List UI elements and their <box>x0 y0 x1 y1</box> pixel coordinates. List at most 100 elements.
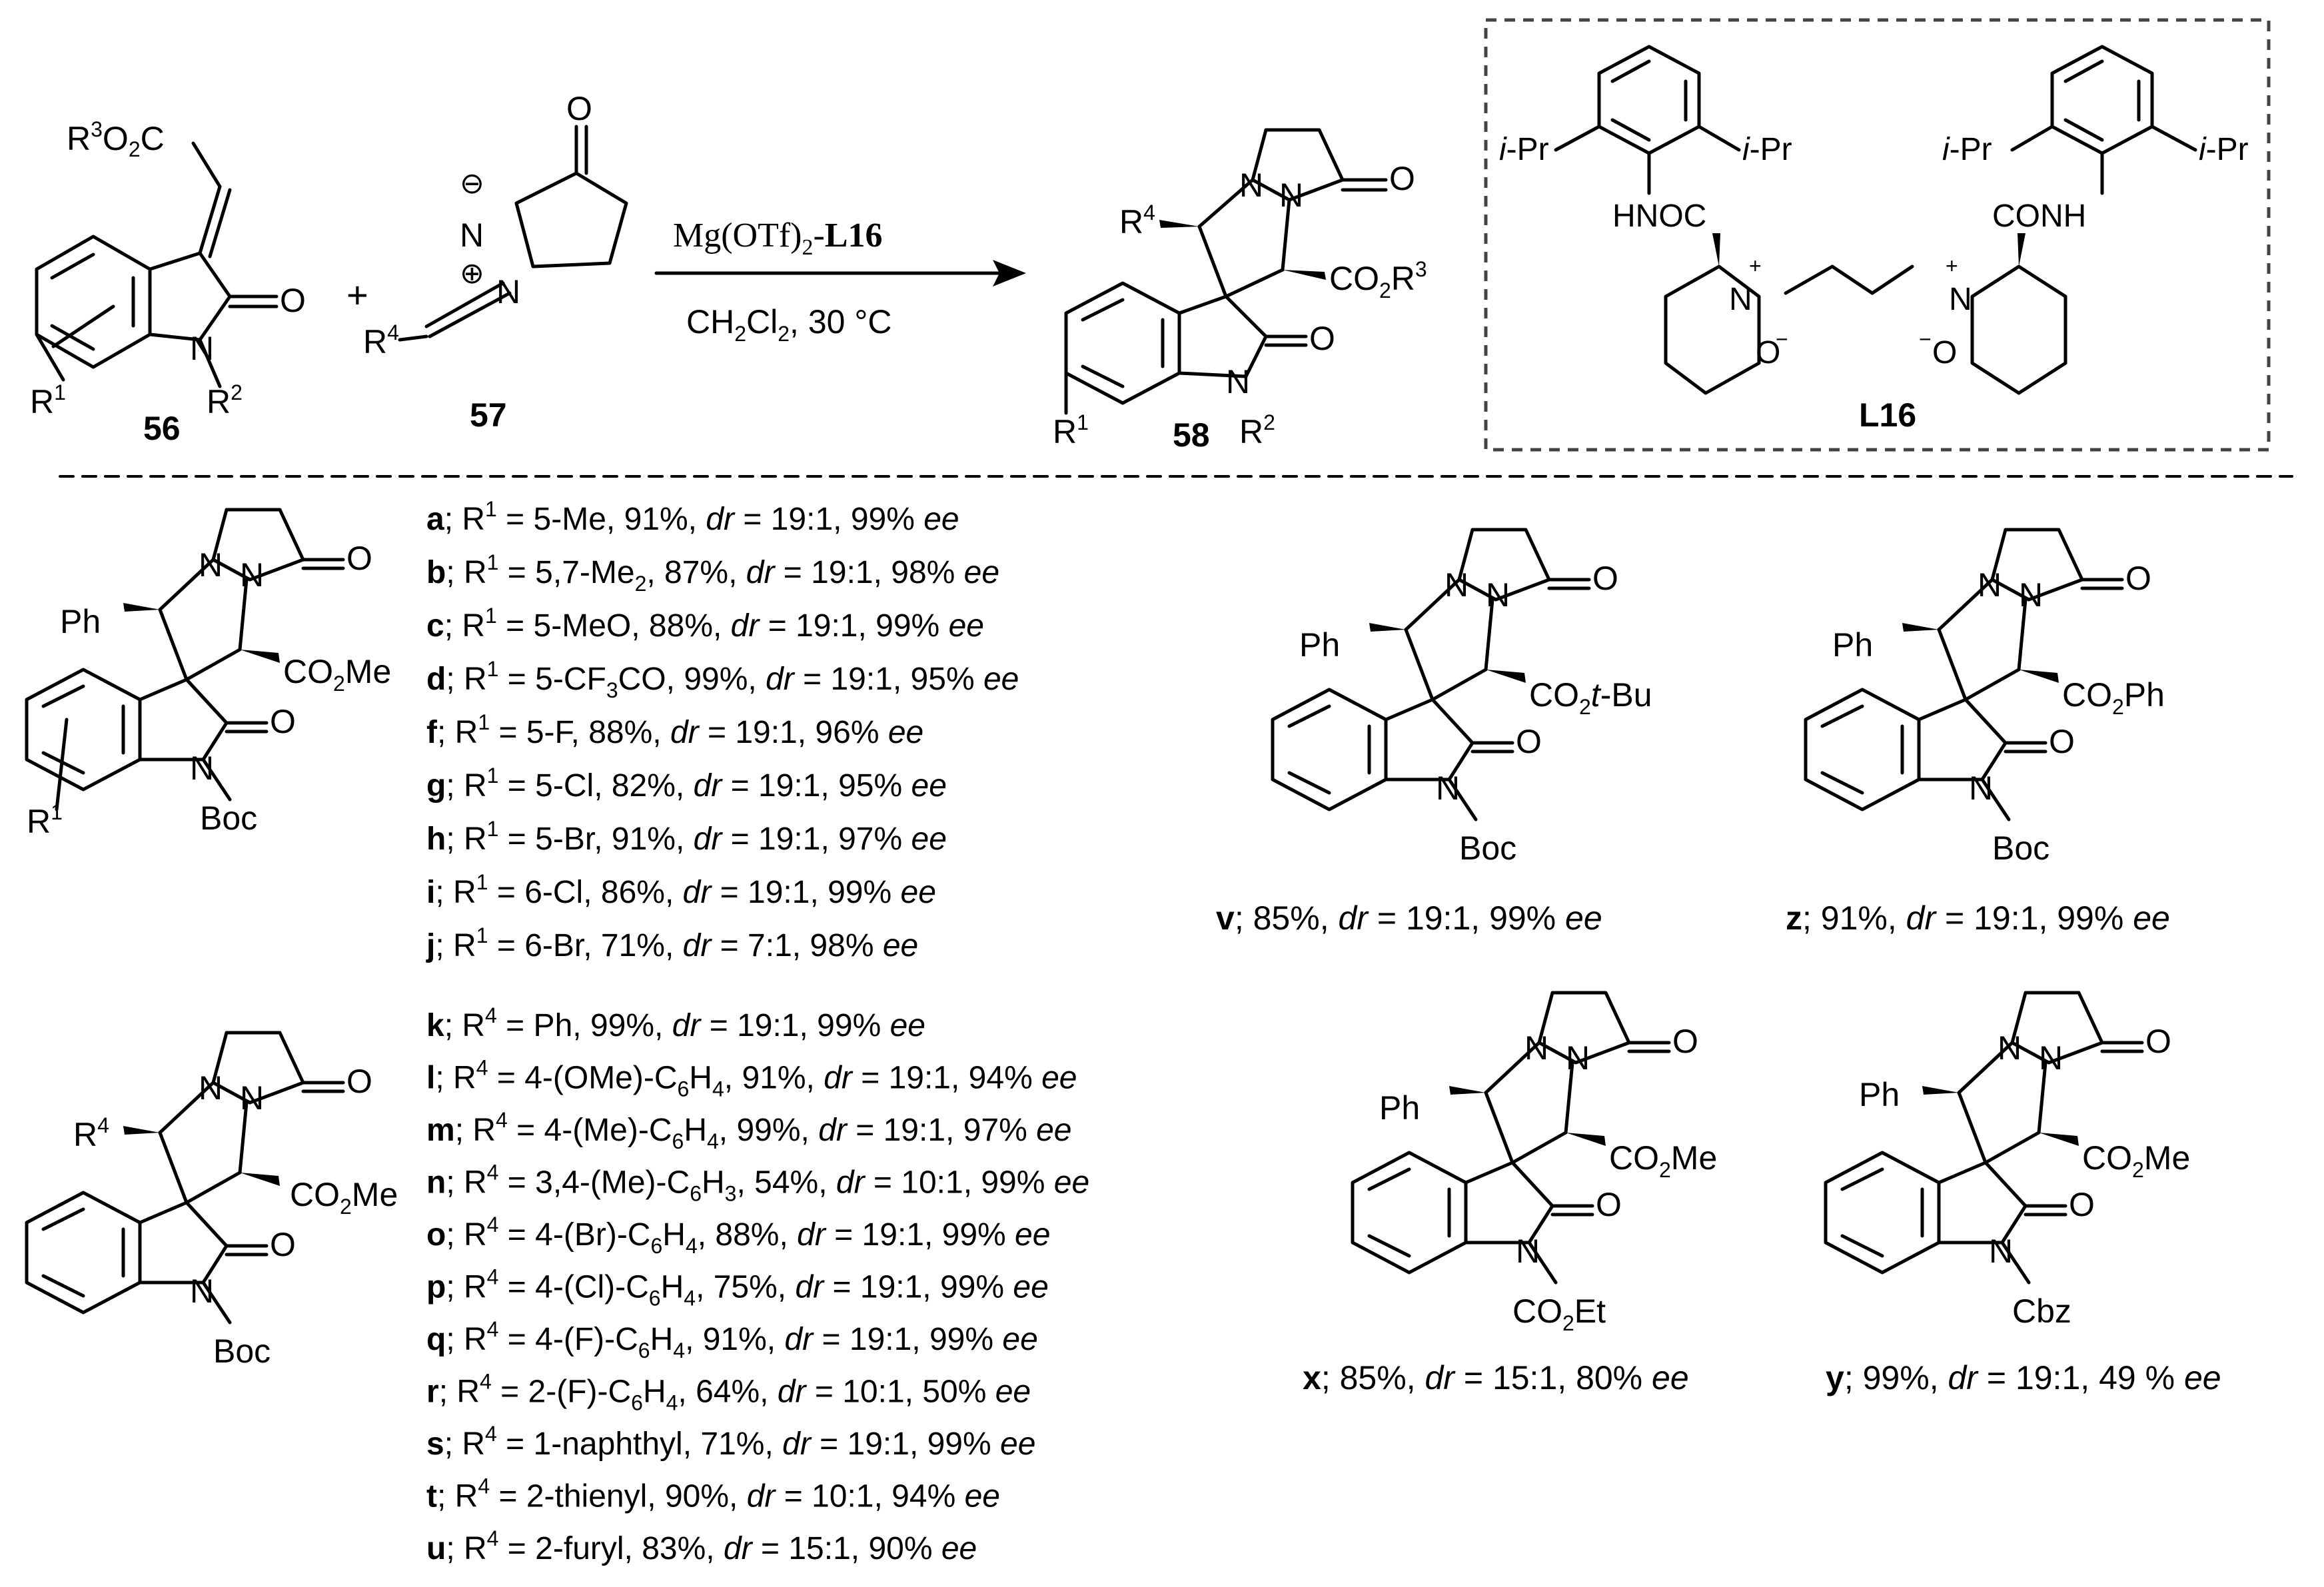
phenyl-label: Ph <box>1832 626 1873 664</box>
atom-n: N <box>460 217 484 254</box>
atom-n: N <box>240 1079 264 1117</box>
entry-o: o; R4 = 4-(Br)-C6H4, 88%, dr = 19:1, 99%… <box>426 1213 1050 1258</box>
compound-label-l16: L16 <box>1859 396 1916 434</box>
product-v-caption: v; 85%, dr = 19:1, 99% ee <box>1216 899 1602 937</box>
scaffold-r4-series: O N N O N R4 CO2Me Boc <box>25 1031 398 1370</box>
atom-n: N <box>199 546 223 584</box>
atom-n: N <box>1239 167 1263 204</box>
atom-o: O <box>1516 723 1542 760</box>
phenyl-label: Ph <box>1379 1089 1420 1127</box>
phenyl-label: Ph <box>1859 1076 1900 1113</box>
boc-label: Boc <box>1992 829 2049 867</box>
product-z-caption: z; 91%, dr = 19:1, 99% ee <box>1786 899 2170 937</box>
product-v: O N N O N Ph CO2t-Bu Boc v; 85%, dr = 19… <box>1216 528 1652 937</box>
entry-j: j; R1 = 6-Br, 71%, dr = 7:1, 98% ee <box>426 923 918 963</box>
entry-p: p; R4 = 4-(Cl)-C6H4, 75%, dr = 19:1, 99%… <box>426 1265 1049 1311</box>
atom-o: O <box>1672 1023 1698 1060</box>
plus-charge: + <box>1946 254 1958 278</box>
ester-label: CO2R3 <box>1329 257 1427 302</box>
atom-n: N <box>1436 770 1460 807</box>
minus-charge-57: ⊖ <box>460 167 484 200</box>
atom-n: N <box>2019 576 2043 614</box>
compound-57: O N N ⊖ ⊕ R4 57 <box>363 90 628 434</box>
plus-sign: + <box>346 274 368 316</box>
entry-b: b; R1 = 5,7-Me2, 87%, dr = 19:1, 98% ee <box>426 550 999 596</box>
reagent-label: Mg(OTf)2-L16 <box>673 217 883 260</box>
atom-n: N <box>1226 363 1250 400</box>
atom-n: N <box>1969 770 1993 807</box>
phenyl-label: Ph <box>1299 626 1340 664</box>
atom-o: O <box>346 540 372 577</box>
atom-n: N <box>190 1273 214 1310</box>
compound-56: O N R3O2C R1 R2 56 <box>30 117 306 447</box>
ligand-l16-box: i-Pr i-Pr HNOC N + O − N + O − CONH i-Pr… <box>1484 18 2271 452</box>
entry-g: g; R1 = 5-Cl, 82%, dr = 19:1, 95% ee <box>426 764 947 803</box>
ester-label: R3O2C <box>67 117 165 161</box>
atom-o: O <box>2125 560 2151 597</box>
ester-label: CO2t-Bu <box>1529 676 1652 719</box>
atom-n: N <box>2039 1039 2063 1077</box>
compound-label-56: 56 <box>143 410 181 447</box>
entry-h: h; R1 = 5-Br, 91%, dr = 19:1, 97% ee <box>426 817 947 857</box>
atom-o: O <box>270 1226 296 1263</box>
atom-o: O <box>2145 1023 2171 1060</box>
product-y-caption: y; 99%, dr = 19:1, 49 % ee <box>1826 1359 2221 1396</box>
compound-58: O N N O N R4 CO2R3 R1 R2 58 <box>1053 128 1427 454</box>
product-z: O N N O N Ph CO2Ph Boc z; 91%, dr = 19:1… <box>1786 528 2170 937</box>
plus-charge-57: ⊕ <box>460 257 484 290</box>
entry-k: k; R4 = Ph, 99%, dr = 19:1, 99% ee <box>426 1003 925 1043</box>
boc-label: Boc <box>1459 829 1516 867</box>
atom-o: O <box>2049 723 2075 760</box>
atom-n: N <box>1566 1039 1590 1077</box>
r4-label: R4 <box>363 320 399 360</box>
product-x-caption: x; 85%, dr = 15:1, 80% ee <box>1303 1359 1689 1396</box>
entry-m: m; R4 = 4-(Me)-C6H4, 99%, dr = 19:1, 97%… <box>426 1108 1071 1153</box>
ester-label: CO2Me <box>1609 1139 1717 1182</box>
r2-label: R2 <box>207 380 243 420</box>
atom-n: N <box>1978 566 2002 604</box>
r1-label: R1 <box>30 380 66 420</box>
entries-r1-table: a; R1 = 5-Me, 91%, dr = 19:1, 99% ee b; R… <box>426 497 1019 963</box>
atom-n: N <box>1445 566 1468 604</box>
entry-c: c; R1 = 5-MeO, 88%, dr = 19:1, 99% ee <box>426 604 984 644</box>
entry-u: u; R4 = 2-furyl, 83%, dr = 15:1, 90% ee <box>426 1526 977 1566</box>
ipr-label: i-Pr <box>1942 132 1992 167</box>
minus-charge: − <box>1919 327 1932 351</box>
entries-r4-table: k; R4 = Ph, 99%, dr = 19:1, 99% eel; R4 … <box>426 1003 1089 1566</box>
conditions-label: CH2Cl2, 30 °C <box>686 303 891 346</box>
compound-label-57: 57 <box>470 396 507 434</box>
entry-d: d; R1 = 5-CF3CO, 99%, dr = 19:1, 95% ee <box>426 657 1019 702</box>
atom-o: O <box>270 703 296 740</box>
reaction-arrow: Mg(OTf)2-L16 CH2Cl2, 30 °C <box>654 217 1026 346</box>
atom-n: N <box>1989 1233 2013 1270</box>
ester-label: CO2Me <box>2082 1139 2190 1182</box>
plus-charge: + <box>1749 254 1762 278</box>
entry-n: n; R4 = 3,4-(Me)-C6H3, 54%, dr = 10:1, 9… <box>426 1161 1089 1206</box>
entry-r: r; R4 = 2-(F)-C6H4, 64%, dr = 10:1, 50% … <box>426 1370 1031 1415</box>
compound-label-58: 58 <box>1173 416 1210 454</box>
atom-o: O <box>280 282 306 319</box>
entry-i: i; R1 = 6-Cl, 86%, dr = 19:1, 99% ee <box>426 870 936 910</box>
r2-label: R2 <box>1239 410 1275 450</box>
entry-f: f; R1 = 5-F, 88%, dr = 19:1, 96% ee <box>426 710 923 750</box>
entry-s: s; R4 = 1-naphthyl, 71%, dr = 19:1, 99% … <box>426 1422 1035 1462</box>
atom-n: N <box>1524 1029 1548 1067</box>
ester-label: CO2Ph <box>2062 676 2165 719</box>
cbz-label: Cbz <box>2012 1293 2071 1330</box>
atom-o: O <box>346 1063 372 1100</box>
atom-o: O <box>1389 160 1415 197</box>
ester-label: CO2Me <box>283 653 391 696</box>
ipr-label: i-Pr <box>2199 132 2249 167</box>
r4-label: R4 <box>73 1113 109 1153</box>
entry-q: q; R4 = 4-(F)-C6H4, 91%, dr = 19:1, 99% … <box>426 1317 1038 1362</box>
atom-n: N <box>190 750 214 787</box>
r1-label: R1 <box>1053 410 1089 450</box>
entry-a: a; R1 = 5-Me, 91%, dr = 19:1, 99% ee <box>426 497 959 537</box>
minus-charge: − <box>1776 327 1788 351</box>
atom-n: N <box>1998 1029 2022 1067</box>
ipr-label: i-Pr <box>1499 132 1549 167</box>
entry-t: t; R4 = 2-thienyl, 90%, dr = 10:1, 94% e… <box>426 1474 1000 1514</box>
ipr-label: i-Pr <box>1742 132 1792 167</box>
product-y: O N N O N Ph CO2Me Cbz y; 99%, dr = 19:1… <box>1824 991 2221 1396</box>
